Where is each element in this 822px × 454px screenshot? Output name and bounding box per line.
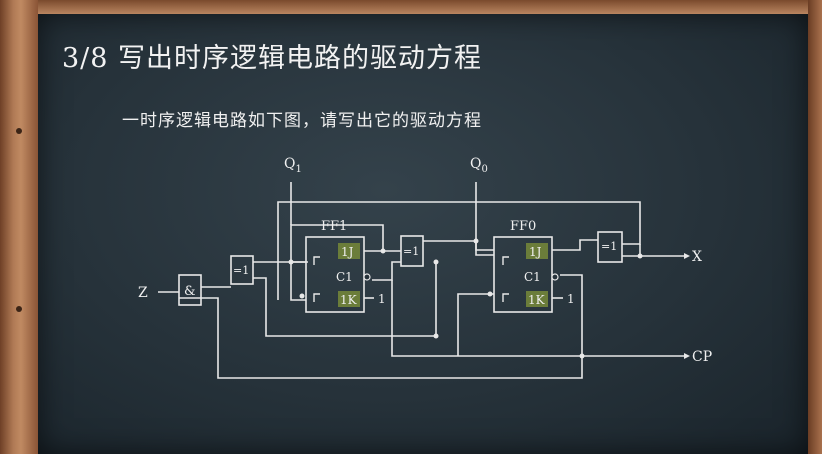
label-and-gate: & bbox=[184, 284, 196, 299]
xor-gate-a bbox=[230, 255, 254, 285]
xor-gate-c bbox=[597, 231, 623, 263]
label-z: Z bbox=[138, 285, 148, 301]
ff1-k-const: 1 bbox=[378, 292, 386, 306]
label-xor-c: =1 bbox=[601, 240, 617, 253]
board-frame-left bbox=[0, 0, 38, 454]
board-frame-right bbox=[808, 0, 822, 454]
ff0-c-label: C1 bbox=[524, 270, 541, 284]
ff1-inversion-bubble bbox=[363, 273, 371, 281]
junction-dots bbox=[288, 238, 643, 359]
slide-subtitle: 一时序逻辑电路如下图，请写出它的驱动方程 bbox=[122, 111, 482, 131]
ff1-j-label: 1J bbox=[341, 245, 354, 259]
label-ff0: FF0 bbox=[510, 219, 536, 234]
ff0-box bbox=[493, 236, 553, 313]
input-cp-arrow bbox=[684, 353, 690, 359]
label-cp: CP bbox=[692, 349, 712, 365]
nail-icon bbox=[16, 306, 22, 312]
label-q1: Q1 bbox=[284, 156, 302, 175]
ff0-inversion-bubble bbox=[551, 273, 559, 281]
label-x: X bbox=[692, 249, 702, 265]
xor-gate-b bbox=[400, 235, 424, 267]
label-xor-a: =1 bbox=[233, 264, 249, 277]
label-xor-b: =1 bbox=[403, 245, 419, 258]
ff1-internals bbox=[299, 243, 371, 307]
ff1-box bbox=[305, 236, 365, 313]
and-gate bbox=[178, 274, 202, 306]
ff0-j-label: 1J bbox=[529, 245, 542, 259]
circuit-wires bbox=[158, 182, 684, 379]
ff1-c-label: C1 bbox=[336, 270, 353, 284]
chalkboard bbox=[38, 14, 808, 454]
label-q0: Q0 bbox=[470, 156, 488, 175]
output-x-arrow bbox=[684, 253, 690, 259]
slide-title: 3/8 写出时序逻辑电路的驱动方程 bbox=[62, 43, 483, 74]
ff0-k-label: 1K bbox=[528, 293, 546, 307]
ff0-k-const: 1 bbox=[567, 292, 575, 306]
nail-icon bbox=[16, 128, 22, 134]
ff0-internals bbox=[487, 243, 559, 307]
board-frame-top bbox=[0, 0, 822, 14]
label-ff1: FF1 bbox=[321, 219, 347, 234]
ff1-k-label: 1K bbox=[340, 293, 358, 307]
